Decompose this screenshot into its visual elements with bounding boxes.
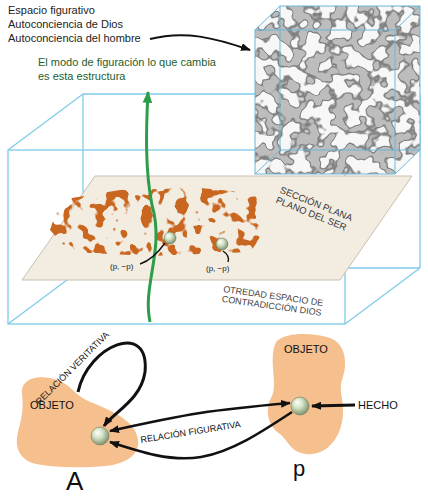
cube-edge [280,6,420,150]
object-blob: OBJETO p [262,330,358,488]
point-sphere [91,427,109,445]
relation-label: RELACIÓN FIGURATIVA [139,419,241,445]
cube-edges [255,6,420,174]
point-label: (p, −p) [110,262,133,271]
cube-edge [255,30,395,174]
point-sphere [164,232,176,244]
caption-label: Espacio figurativo [8,4,95,17]
fact-label: HECHO [358,399,398,412]
foam-cube [250,0,425,180]
point-label: (p, −p) [206,264,229,273]
orange-islands-fill [40,180,280,265]
cube-edge [255,6,280,30]
shape-symbol: p [293,458,305,480]
relation-label: RELACIÓN VERITATIVA [33,330,110,407]
leader-line [140,243,165,264]
tank-edge [345,268,420,324]
pointer-arrow [150,35,250,50]
shape-title: OBJETO [284,344,328,355]
orange-islands [40,180,280,265]
fact-arrow [312,405,355,406]
leader-line [223,251,229,262]
point-sphere [291,397,309,415]
tank-edge [8,94,83,150]
relation-arrow [110,412,292,458]
cube-foam [250,0,425,180]
cube-edge [395,6,420,30]
shape-symbol: A [66,468,83,494]
green-arrow [147,92,157,322]
plane-label: SECCIÓN PLANA PLANO DEL SER [274,184,371,241]
caption-label: Autoconciencia del hombre [8,32,141,45]
cube-ground [250,0,425,180]
cube-edge [255,150,280,174]
plane-section [22,176,412,280]
annotation-label: El modo de figuración lo que cambia es e… [38,56,218,84]
blob-outline [268,334,345,454]
point-sphere [216,238,228,250]
cube-edge [395,150,420,174]
region-label: OTREDAD ESPACIO DE CONTRADICCIÓN DIOS [221,284,339,321]
caption-label: Autoconciencia de Dios [8,18,123,31]
